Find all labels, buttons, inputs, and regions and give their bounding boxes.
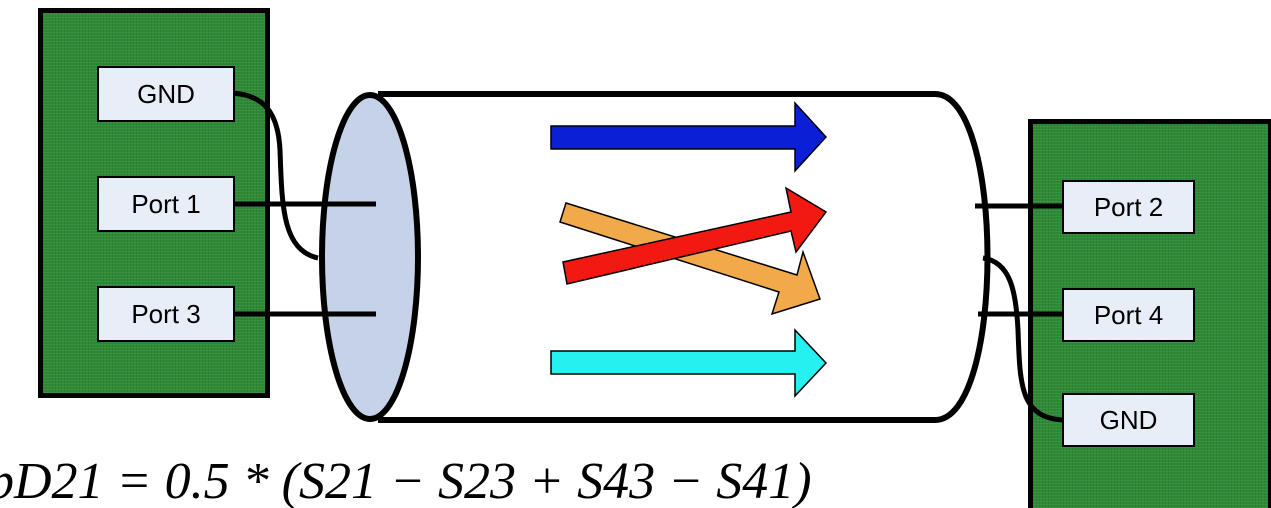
wire-gnd-right	[982, 255, 1065, 423]
arrow-crossing-red	[562, 186, 828, 285]
port-3-label: Port 3	[97, 286, 235, 342]
port-1-label: Port 1	[97, 176, 235, 232]
arrow-thru-top	[550, 101, 828, 173]
left-gnd-label: GND	[97, 66, 235, 122]
port-4-label: Port 4	[1062, 288, 1195, 342]
port-2-label: Port 2	[1062, 180, 1195, 234]
equation-text: pD21 = 0.5 * (S21 − S23 + S43 − S41)	[0, 453, 812, 508]
right-gnd-label: GND	[1062, 393, 1195, 447]
cable-end-left	[319, 92, 421, 422]
equation: pD21 = 0.5 * (S21 − S23 + S43 − S41)	[0, 432, 1010, 508]
arrow-crossing-orange	[559, 202, 821, 316]
arrow-thru-bottom	[550, 328, 828, 398]
wire-gnd-left	[231, 90, 319, 261]
